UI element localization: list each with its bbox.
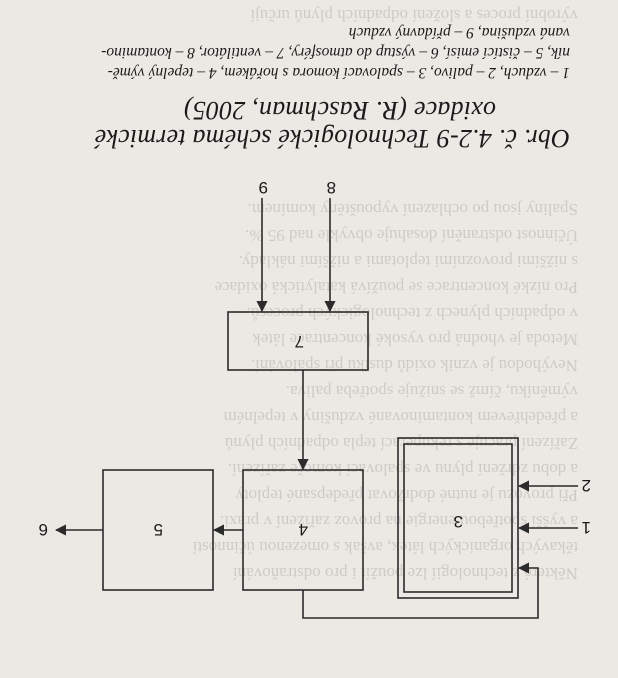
caption-title-line-2: oxidace (R. Raschman, 2005) xyxy=(183,96,496,125)
label-atmosphere-output: 6 xyxy=(39,520,48,539)
label-contaminated-air: 8 xyxy=(327,178,336,197)
label-fuel: 2 xyxy=(582,476,591,495)
fan-box xyxy=(227,311,369,371)
figure-caption: Obr. č. 4.2-9 Technologické schéma termi… xyxy=(10,22,570,153)
legend-line-2: ník, 5 – čistící emisí, 6 – výstup do at… xyxy=(101,44,570,61)
label-emission-cleaning: 5 xyxy=(154,520,163,539)
legend-line-3: vaná vzdušina, 9 – přídavný vzduch xyxy=(348,24,570,41)
caption-title-line-1: Obr. č. 4.2-9 Technologické schéma termi… xyxy=(94,124,570,153)
label-fan: 7 xyxy=(295,332,304,351)
preheated-gas-arrow xyxy=(302,562,539,619)
combustion-chamber-inner xyxy=(403,443,513,593)
label-combustion-chamber: 3 xyxy=(454,512,463,531)
label-air: 1 xyxy=(582,518,591,537)
label-heat-exchanger: 4 xyxy=(299,520,308,539)
caption-legend: 1 – vzduch, 2 – palivo, 3 – spalovací ko… xyxy=(10,22,570,82)
label-additional-air: 9 xyxy=(259,178,268,197)
legend-line-1: 1 – vzduch, 2 – palivo, 3 – spalovací ko… xyxy=(107,64,570,81)
combustion-chamber-outer xyxy=(397,437,519,599)
caption-title: Obr. č. 4.2-9 Technologické schéma termi… xyxy=(10,96,570,153)
